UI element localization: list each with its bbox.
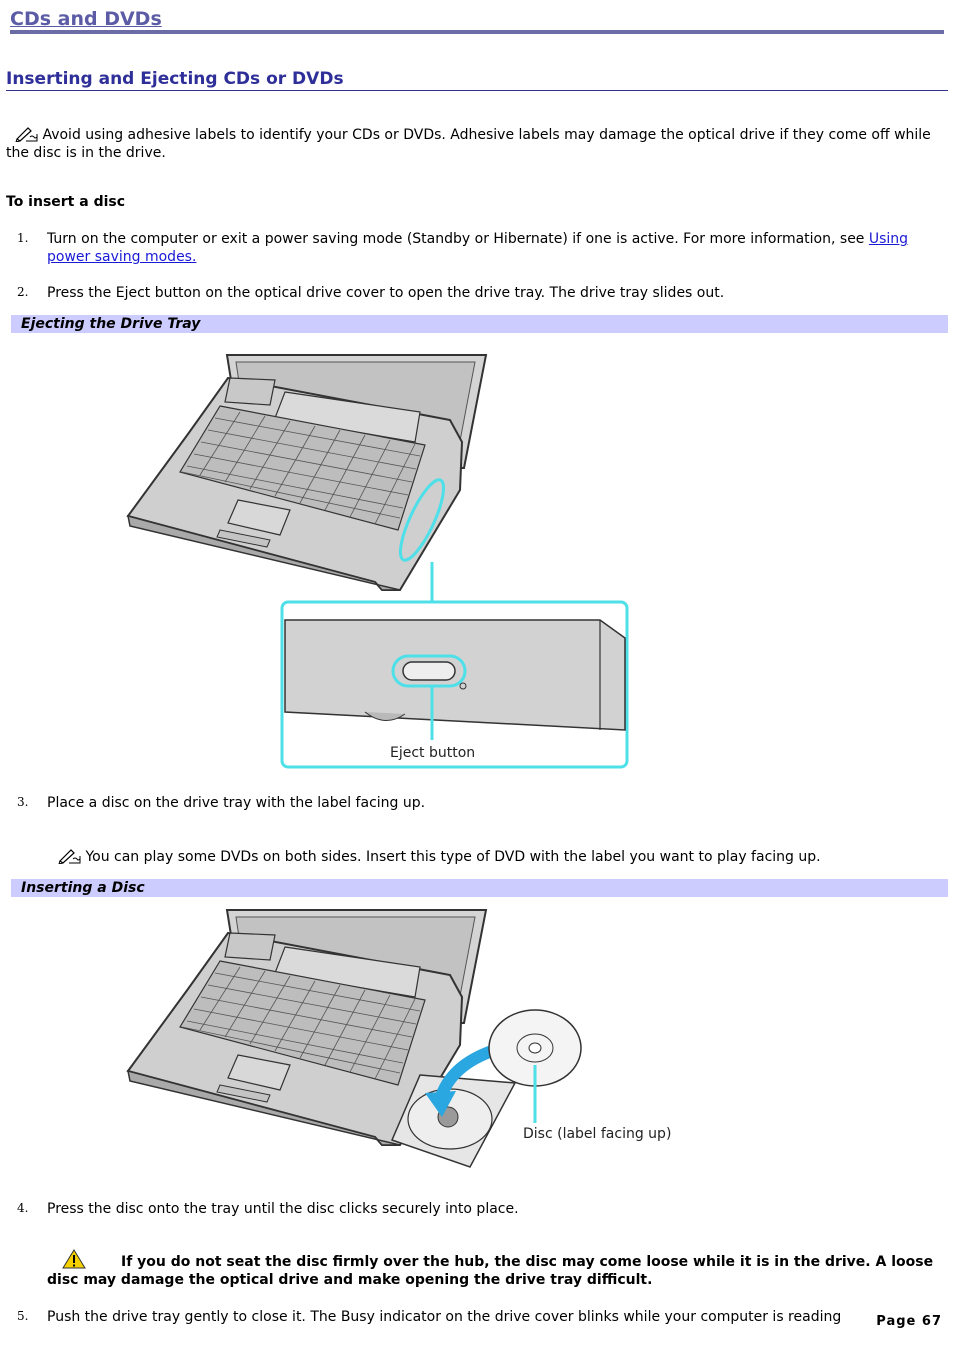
step-4: Press the disc onto the tray until the d… — [47, 1201, 519, 1217]
callout-eject-button: Eject button — [390, 745, 475, 761]
step-3: Place a disc on the drive tray with the … — [47, 795, 426, 811]
step-1: Turn on the computer or exit a power sav… — [47, 230, 917, 266]
section-title: Inserting and Ejecting CDs or DVDs — [6, 68, 948, 91]
warning-icon — [62, 1249, 86, 1269]
note-text: You can play some DVDs on both sides. In… — [85, 849, 821, 865]
page-number: Page 67 — [874, 1314, 942, 1329]
note-text: Avoid using adhesive labels to identify … — [6, 127, 931, 161]
callout-disc-label: Disc (label facing up) — [523, 1126, 671, 1142]
insert-disc-illustration: Disc (label facing up) — [126, 909, 671, 1168]
step-2: Press the Eject button on the optical dr… — [47, 285, 725, 301]
note-dual-sided-dvd: You can play some DVDs on both sides. In… — [57, 846, 937, 866]
page-title: CDs and DVDs — [10, 8, 944, 34]
figure-caption: Ejecting the Drive Tray — [11, 315, 948, 333]
step-number: 5. — [17, 1309, 29, 1323]
power-saving-link[interactable]: Using power saving modes. — [47, 231, 909, 265]
step-number: 3. — [17, 795, 29, 809]
note-adhesive-labels: Avoid using adhesive labels to identify … — [6, 124, 936, 162]
step-5: Push the drive tray gently to close it. … — [47, 1309, 842, 1325]
procedure-heading: To insert a disc — [6, 194, 126, 210]
step-text: Turn on the computer or exit a power sav… — [47, 231, 869, 247]
note-pencil-icon — [58, 849, 81, 864]
note-pencil-icon — [15, 127, 38, 142]
warning-text: If you do not seat the disc firmly over … — [47, 1254, 934, 1288]
step-number: 4. — [17, 1201, 29, 1215]
eject-drive-tray-illustration: Eject button — [126, 354, 629, 769]
step-number: 1. — [17, 231, 29, 245]
step-number: 2. — [17, 285, 29, 299]
figure-caption: Inserting a Disc — [11, 879, 948, 897]
